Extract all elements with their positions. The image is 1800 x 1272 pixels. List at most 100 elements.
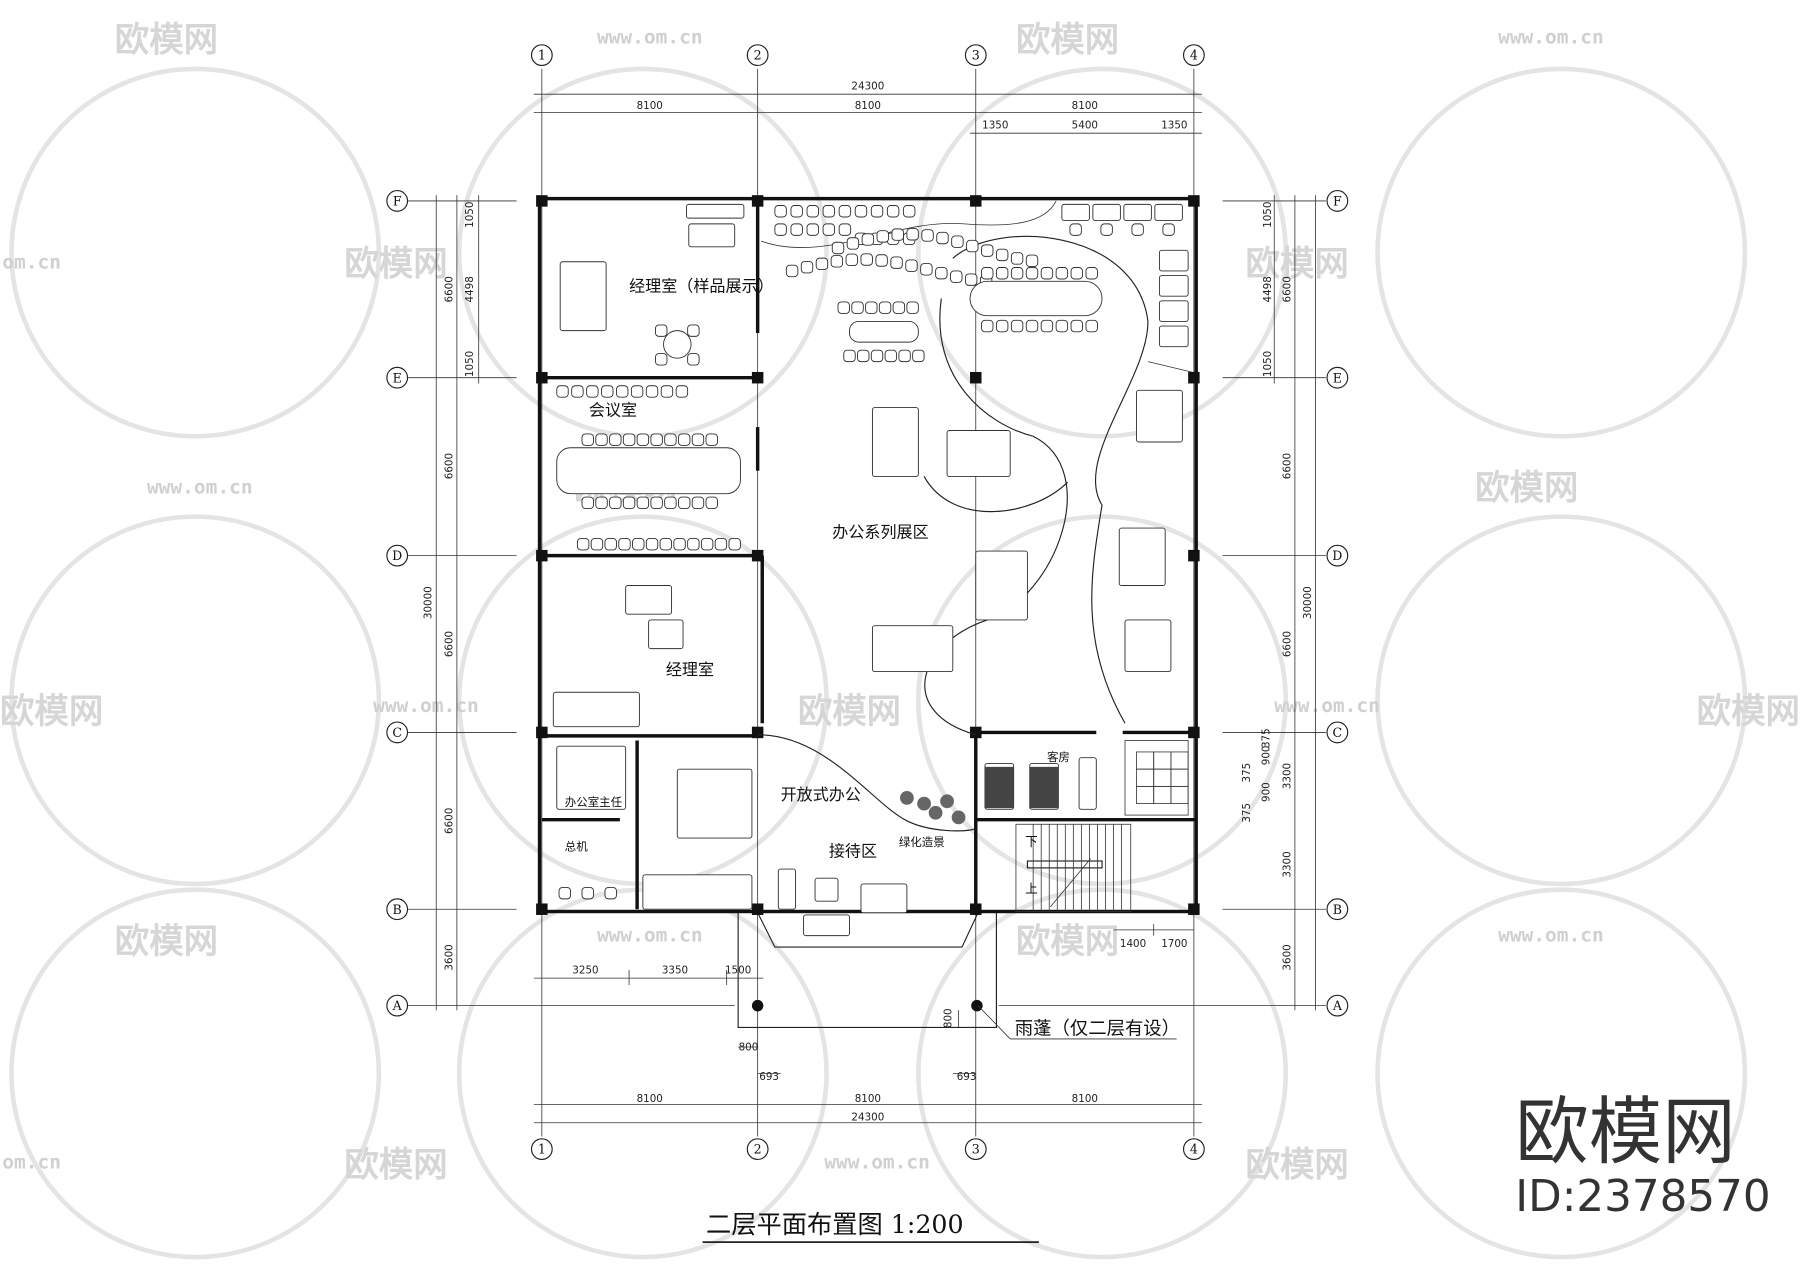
bed: [984, 766, 1014, 809]
dimension-labels: 24300 8100 8100 8100 1350 5400 1350 8100…: [423, 81, 1314, 1124]
dim-top-sub: 5400: [1072, 120, 1098, 132]
chair: [687, 353, 700, 366]
chair: [905, 259, 918, 272]
dim-right-sub: 1050: [1262, 202, 1274, 228]
table: [946, 430, 1011, 477]
chair: [936, 231, 949, 245]
dim-bottom-bay: 8100: [637, 1093, 663, 1105]
structural-column: [751, 371, 764, 384]
structural-column: [751, 549, 764, 562]
watermark: 欧模网: [1016, 922, 1119, 962]
chair: [875, 254, 888, 267]
table: [860, 883, 908, 914]
chair: [705, 433, 718, 446]
chair: [822, 205, 836, 218]
table: [556, 447, 741, 495]
svg-text:D: D: [1332, 548, 1342, 563]
axis-bubble-3-top: 3: [964, 44, 987, 67]
chair: [664, 496, 677, 510]
svg-text:B: B: [1333, 902, 1342, 917]
chair: [595, 433, 608, 446]
chair: [1025, 267, 1039, 280]
watermark: 欧模网: [1246, 1146, 1349, 1186]
chair: [981, 244, 994, 257]
chair: [785, 264, 799, 278]
furniture: [552, 203, 1189, 937]
floor-tile: [1170, 785, 1189, 805]
chair: [854, 205, 868, 218]
chair: [1055, 267, 1069, 280]
chair: [581, 433, 594, 446]
chair: [822, 223, 836, 236]
table: [803, 914, 850, 937]
chair: [966, 239, 979, 253]
chair: [837, 301, 850, 314]
structural-column: [1188, 549, 1200, 562]
axis-bubble-2-bottom: 2: [746, 1138, 769, 1161]
floor-tile: [1153, 751, 1172, 770]
dim-canopy: 693: [957, 1071, 977, 1083]
chair: [660, 385, 674, 398]
floor-tile: [1170, 751, 1189, 770]
chair: [655, 353, 668, 366]
chair: [774, 205, 787, 218]
axis-bubble-E-right: E: [1326, 366, 1349, 389]
dim-canopy: 800: [943, 1008, 955, 1028]
watermarks: 欧模网 www.om.cn 欧模网 www.om.cn om.cn 欧模网 欧模…: [0, 21, 1800, 1186]
dim-right-sub: 4498: [1262, 276, 1274, 302]
table: [1158, 249, 1189, 272]
chair: [1010, 252, 1024, 265]
table: [871, 625, 954, 673]
table: [975, 550, 1028, 621]
chair: [964, 273, 978, 286]
structural-column: [970, 371, 982, 384]
chair: [912, 349, 925, 363]
table: [1154, 203, 1183, 221]
svg-text:1: 1: [538, 48, 546, 63]
chair: [906, 228, 919, 241]
chair: [851, 301, 864, 314]
chair: [1085, 319, 1098, 333]
room-label-manager: 经理室: [666, 660, 714, 679]
dim-top-bay: 8100: [1072, 100, 1098, 112]
chair: [1040, 319, 1054, 333]
chair: [995, 319, 1009, 333]
chair: [714, 537, 728, 551]
dim-stair: 1700: [1161, 938, 1187, 950]
svg-text:C: C: [1333, 725, 1343, 740]
structural-column: [536, 549, 548, 562]
chair: [806, 205, 819, 218]
floor-tile: [1136, 768, 1155, 787]
table: [1061, 203, 1090, 221]
row-axis-markers: F E D C B A F E D C B A: [386, 190, 1349, 1017]
chair: [632, 537, 645, 551]
chair: [891, 228, 904, 241]
watermark: 欧模网: [1697, 692, 1800, 732]
chair: [601, 385, 614, 398]
structural-column: [536, 726, 548, 739]
column-axis-markers: 1 2 3 4 1 2 3 4: [530, 44, 1205, 1161]
chair: [604, 537, 617, 551]
axis-bubble-E-left: E: [386, 366, 409, 389]
axis-bubble-3-bottom: 3: [964, 1138, 987, 1161]
watermark-url: www.om.cn: [373, 694, 479, 717]
chair: [581, 496, 594, 510]
dim-right-wc: 375: [1241, 803, 1253, 823]
chair: [935, 266, 948, 280]
id-label: ID:2378570: [1515, 1172, 1770, 1222]
axis-bubble-D-right: D: [1326, 544, 1349, 567]
floor-tile: [1136, 751, 1155, 770]
chair: [902, 205, 916, 218]
axis-bubble-C-right: C: [1326, 721, 1349, 744]
dim-left-bay: 6600: [443, 453, 455, 479]
table: [1158, 300, 1189, 322]
axis-bubble-F-right: F: [1326, 190, 1349, 212]
chair: [636, 496, 650, 510]
dim-right-wc: 375: [1261, 728, 1273, 748]
table: [1158, 275, 1189, 297]
chair: [728, 537, 741, 551]
dim-stair: 1400: [1120, 938, 1146, 950]
chair: [1055, 319, 1069, 333]
chair: [860, 253, 873, 266]
